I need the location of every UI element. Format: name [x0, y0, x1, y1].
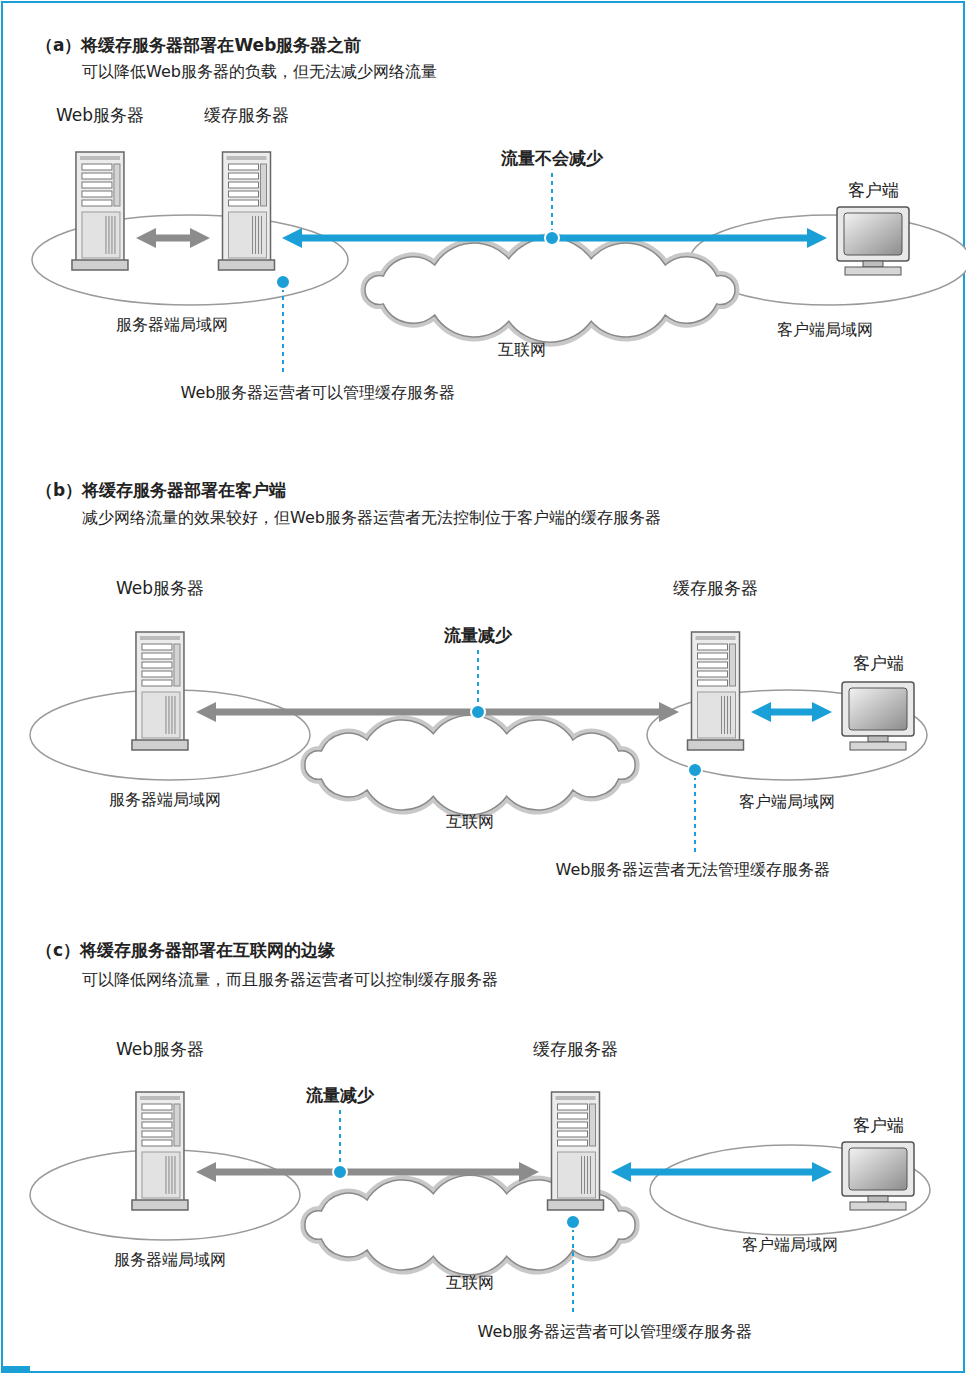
- arrow-shaft: [629, 1169, 814, 1176]
- server-icon-box: [130, 1090, 190, 1212]
- arrow-shaft: [214, 709, 661, 716]
- server-icon-box: [130, 630, 190, 752]
- arrowhead: [519, 1162, 539, 1182]
- label-dot: [545, 231, 559, 245]
- server-icon-box: [216, 150, 276, 272]
- node-label: 客户端: [848, 179, 899, 201]
- arrowhead: [136, 228, 156, 248]
- node-label: 客户端: [853, 652, 904, 674]
- traffic-arrow: [196, 1110, 539, 1182]
- server-node: Web服务器: [116, 577, 204, 752]
- arrow-shaft: [154, 235, 192, 242]
- frame-mark: [2, 1366, 30, 1372]
- cloud-outline: [365, 238, 735, 342]
- text-label: 客户端局域网: [742, 1234, 838, 1256]
- label-dot: [333, 1165, 347, 1179]
- node-label: 缓存服务器: [533, 1038, 618, 1060]
- server-icon-box: [685, 630, 745, 752]
- server-node: Web服务器: [116, 1038, 204, 1212]
- node-label: Web服务器: [116, 1038, 204, 1060]
- text-label: Web服务器运营者可以管理缓存服务器: [478, 1321, 753, 1343]
- panel-heading: （b）将缓存服务器部署在客户端: [36, 479, 286, 501]
- arrowhead: [196, 1162, 216, 1182]
- panel-subtitle: 减少网络流量的效果较好，但Web服务器运营者无法控制位于客户端的缓存服务器: [82, 507, 661, 529]
- traffic-arrow: [196, 650, 679, 722]
- server-node: 缓存服务器: [204, 104, 289, 272]
- text-label: 互联网: [446, 811, 494, 833]
- node-label: 缓存服务器: [204, 104, 289, 126]
- server-node: 缓存服务器: [673, 577, 758, 752]
- server-icon: [685, 630, 745, 752]
- client-node: 客户端: [838, 652, 918, 752]
- server-icon: [130, 1090, 190, 1212]
- cloud-shadow: [365, 238, 735, 342]
- node-label: Web服务器: [116, 577, 204, 599]
- server-icon-box: [545, 1090, 605, 1212]
- server-node: 缓存服务器: [533, 1038, 618, 1212]
- client-icon-box: [838, 1140, 918, 1212]
- text-label: 互联网: [446, 1272, 494, 1294]
- arrowhead: [659, 702, 679, 722]
- server-node: Web服务器: [56, 104, 144, 272]
- arrowhead: [751, 702, 771, 722]
- text-label: 客户端局域网: [777, 319, 873, 341]
- node-label: 客户端: [853, 1114, 904, 1136]
- server-icon: [216, 150, 276, 272]
- traffic-arrow: [611, 1162, 832, 1182]
- client-icon-box: [833, 205, 913, 277]
- client-node: 客户端: [833, 179, 913, 277]
- text-label: Web服务器运营者可以管理缓存服务器: [181, 382, 456, 404]
- client-icon-box: [838, 680, 918, 752]
- callout-dots: [276, 275, 702, 1229]
- server-icon: [130, 630, 190, 752]
- server-icon-box: [70, 150, 130, 272]
- cloud-shadow: [305, 715, 635, 815]
- client-node: 客户端: [838, 1114, 918, 1212]
- arrow-shaft: [769, 709, 814, 716]
- label-leader: [551, 173, 553, 230]
- client-monitor-icon: [838, 680, 918, 752]
- text-label: Web服务器运营者无法管理缓存服务器: [556, 859, 831, 881]
- traffic-arrow: [136, 228, 210, 248]
- text-label: 服务器端局域网: [114, 1249, 226, 1271]
- edge-label: 流量减少: [444, 624, 512, 646]
- lan-ellipses: [30, 215, 966, 1240]
- arrowhead: [190, 228, 210, 248]
- panel-heading: （c）将缓存服务器部署在互联网的边缘: [36, 939, 335, 961]
- label-dot: [471, 705, 485, 719]
- arrow-shaft: [214, 1169, 521, 1176]
- panel-heading: （a）将缓存服务器部署在Web服务器之前: [36, 34, 361, 56]
- text-label: 服务器端局域网: [109, 789, 221, 811]
- edge-label: 流量不会减少: [501, 147, 603, 169]
- node-label: Web服务器: [56, 104, 144, 126]
- arrowhead: [812, 702, 832, 722]
- arrowhead: [611, 1162, 631, 1182]
- label-leader: [477, 650, 479, 704]
- arrowhead: [196, 702, 216, 722]
- arrowhead: [807, 228, 827, 248]
- text-label: 互联网: [498, 339, 546, 361]
- panel-subtitle: 可以降低Web服务器的负载，但无法减少网络流量: [82, 61, 437, 83]
- label-leader: [339, 1110, 341, 1164]
- server-icon: [70, 150, 130, 272]
- panel-subtitle: 可以降低网络流量，而且服务器运营者可以控制缓存服务器: [82, 969, 498, 991]
- client-monitor-icon: [833, 205, 913, 277]
- traffic-arrow: [751, 702, 832, 722]
- text-label: 客户端局域网: [739, 791, 835, 813]
- edge-label: 流量减少: [306, 1084, 374, 1106]
- client-monitor-icon: [838, 1140, 918, 1212]
- arrowhead: [282, 228, 302, 248]
- traffic-arrow: [282, 173, 827, 248]
- server-icon: [545, 1090, 605, 1212]
- text-label: 服务器端局域网: [116, 314, 228, 336]
- cloud-outline: [305, 715, 635, 815]
- callout-leaders: [283, 288, 695, 1314]
- node-label: 缓存服务器: [673, 577, 758, 599]
- arrowhead: [812, 1162, 832, 1182]
